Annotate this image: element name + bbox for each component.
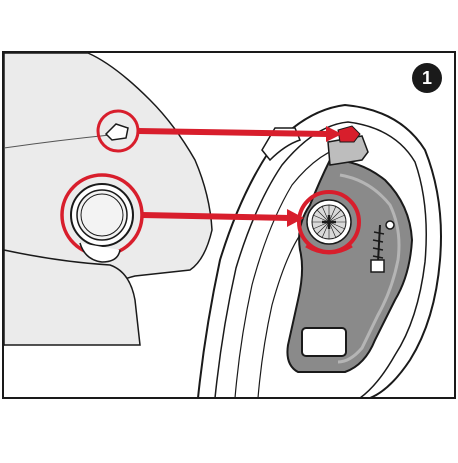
step-number: 1 — [421, 67, 432, 88]
mechanism-plate-highlight — [337, 173, 401, 364]
spring-icon — [370, 220, 395, 273]
visor-inner-frame — [214, 121, 427, 399]
screw-icon — [297, 190, 361, 255]
visor-rib — [257, 234, 301, 399]
pin-target-icon — [337, 125, 361, 143]
pin-arrow — [137, 126, 342, 142]
screw-socket-icon — [60, 173, 144, 263]
release-slot — [301, 327, 347, 357]
shell-lower-flap — [3, 249, 141, 346]
visor-rim-inner — [234, 144, 351, 399]
screw-arrow — [141, 209, 304, 227]
step-number-badge: 1 — [412, 63, 442, 93]
